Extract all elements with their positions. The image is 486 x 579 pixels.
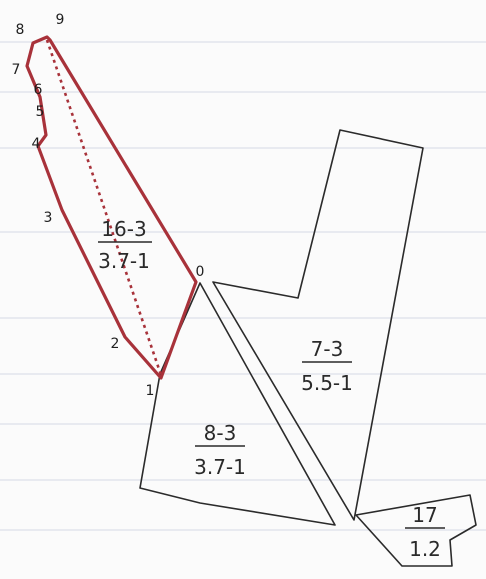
parcel-16-3-diagonal (45, 39, 163, 376)
parcel-16-3-boundary[interactable] (25, 35, 198, 380)
parcel-17-boundary[interactable] (355, 494, 477, 567)
parcel-17-area: 1.2 (409, 537, 441, 561)
parcel-8-3-number: 8-3 (204, 421, 237, 445)
vertex-label-1: 1 (146, 383, 155, 399)
parcel-16-3-area: 3.7-1 (98, 249, 150, 273)
parcel-label-16-3[interactable]: 16-3 3.7-1 (98, 217, 152, 273)
parcel-label-17[interactable]: 17 1.2 (405, 503, 445, 561)
parcel-16-3-number: 16-3 (101, 217, 146, 241)
parcel-17-number: 17 (412, 503, 437, 527)
vertex-label-0: 0 (196, 264, 205, 280)
vertex-label-3: 3 (44, 210, 53, 226)
parcel-7-3-boundary[interactable] (212, 129, 424, 521)
vertex-labels: 0 1 2 3 4 5 6 7 8 9 (12, 12, 205, 399)
vertex-label-5: 5 (36, 104, 45, 120)
vertex-label-9: 9 (56, 12, 65, 28)
vertex-label-7: 7 (12, 62, 21, 78)
parcel-7-3-area: 5.5-1 (301, 371, 353, 395)
vertex-label-8: 8 (16, 22, 25, 38)
parcel-8-3-area: 3.7-1 (194, 455, 246, 479)
parcel-7-3-number: 7-3 (311, 337, 344, 361)
parcel-8-3-boundary[interactable] (139, 282, 336, 526)
parcel-label-7-3[interactable]: 7-3 5.5-1 (301, 337, 353, 395)
vertex-label-4: 4 (32, 136, 41, 152)
vertex-label-6: 6 (34, 82, 43, 98)
vertex-label-2: 2 (111, 336, 120, 352)
parcel-label-8-3[interactable]: 8-3 3.7-1 (194, 421, 246, 479)
